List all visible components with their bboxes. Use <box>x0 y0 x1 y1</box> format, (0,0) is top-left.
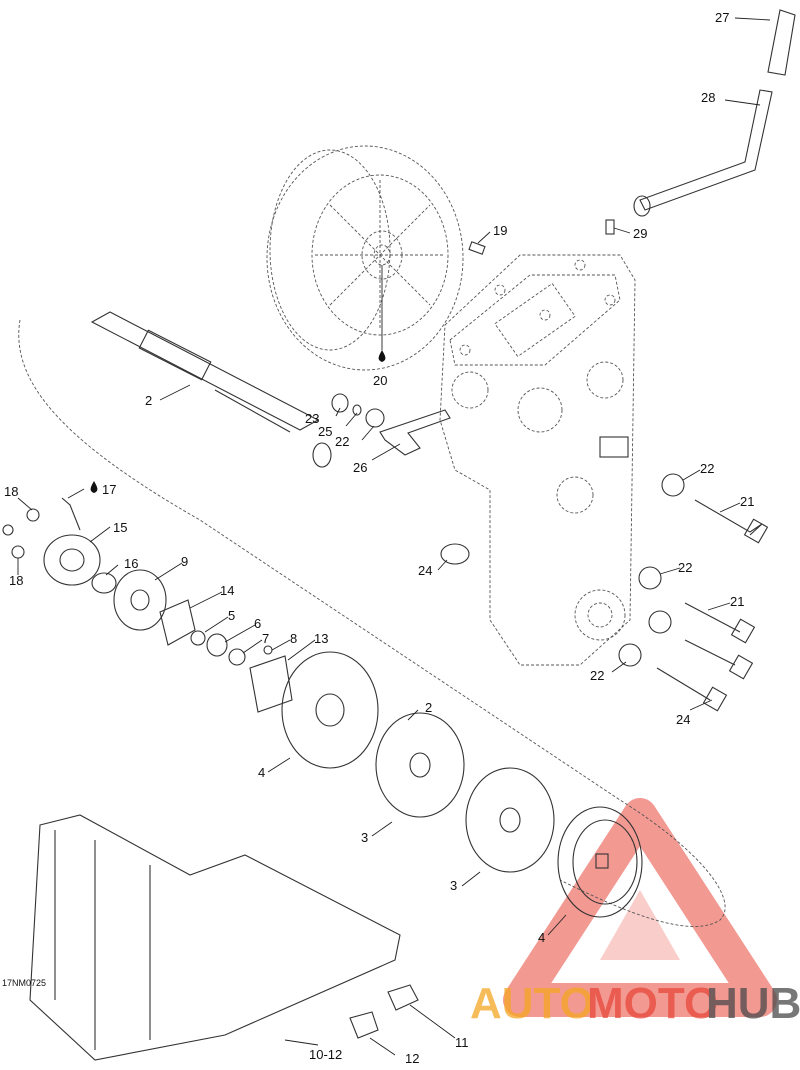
callout-5: 5 <box>228 608 235 623</box>
sprocket-4-right <box>557 806 643 918</box>
callout-22-top: 22 <box>335 434 349 449</box>
nut-22-c <box>648 610 672 634</box>
callout-2-lower: 2 <box>425 700 432 715</box>
callout-22-b: 22 <box>678 560 692 575</box>
callout-6: 6 <box>254 616 261 631</box>
nut-18-c <box>11 545 25 559</box>
oil-drop-icon <box>378 350 386 362</box>
bearing-16 <box>91 572 117 594</box>
track-outline <box>18 319 726 927</box>
callout-21-b: 21 <box>730 594 744 609</box>
handle <box>633 9 796 217</box>
callout-3-lower: 3 <box>450 878 457 893</box>
callout-17: 17 <box>102 482 116 497</box>
bearing-6 <box>206 633 228 657</box>
ring-5 <box>190 630 206 646</box>
watermark-moto: MOTO <box>587 979 718 1028</box>
callout-24-spacer: 24 <box>418 563 432 578</box>
watermark-auto: AUTO <box>470 979 594 1028</box>
spacer-24 <box>440 543 470 565</box>
callout-7: 7 <box>262 631 269 646</box>
watermark-hub: HUB <box>706 979 800 1028</box>
bolt-24-a <box>684 639 736 666</box>
callout-24-bolt: 24 <box>676 712 690 727</box>
nut-22-a <box>661 473 685 497</box>
cover-13 <box>249 655 293 713</box>
callout-18-b: 18 <box>9 573 23 588</box>
callout-19: 19 <box>493 223 507 238</box>
sprocket-4-left <box>281 651 379 769</box>
callout-20: 20 <box>373 373 387 388</box>
pulley <box>266 145 464 371</box>
nut-18-a <box>26 508 40 522</box>
callout-2-shaft: 2 <box>145 393 152 408</box>
callout-21-a: 21 <box>740 494 754 509</box>
callout-16: 16 <box>124 556 138 571</box>
clip-11 <box>387 984 419 1011</box>
drive-shaft <box>90 311 332 468</box>
chain-case <box>439 254 636 666</box>
callout-8: 8 <box>290 631 297 646</box>
gasket-14 <box>159 599 196 646</box>
grease-fitting-17 <box>61 497 81 531</box>
nut-22-top <box>365 408 385 428</box>
key-19 <box>468 241 486 255</box>
diagram-code: 17NM0725 <box>2 978 46 988</box>
plate-9 <box>113 569 167 631</box>
callout-27: 27 <box>715 10 729 25</box>
callout-4-right: 4 <box>538 930 545 945</box>
callout-3-upper: 3 <box>361 830 368 845</box>
nut-22-b <box>638 566 662 590</box>
callout-10-12: 10-12 <box>309 1047 342 1062</box>
callout-18-a: 18 <box>4 484 18 499</box>
callout-22-a: 22 <box>700 461 714 476</box>
callout-28: 28 <box>701 90 715 105</box>
nut-23 <box>331 393 349 413</box>
nut-18-b <box>2 524 14 536</box>
leader-lines <box>17 17 771 1056</box>
tool-26 <box>379 409 451 456</box>
callout-23: 23 <box>305 411 319 426</box>
track <box>29 814 401 1061</box>
callout-13: 13 <box>314 631 328 646</box>
watermark-logo <box>503 798 777 1017</box>
callout-12: 12 <box>405 1051 419 1066</box>
housing-15 <box>43 534 101 586</box>
sprocket-3-upper <box>375 712 465 818</box>
sprocket-3-lower <box>465 767 555 873</box>
seal-7 <box>228 648 246 666</box>
callout-22-c: 22 <box>590 668 604 683</box>
washer-25 <box>352 404 362 416</box>
callout-15: 15 <box>113 520 127 535</box>
callout-25: 25 <box>318 424 332 439</box>
bolt-21-a <box>694 499 763 536</box>
clip-12 <box>349 1011 379 1039</box>
callout-29: 29 <box>633 226 647 241</box>
callout-26: 26 <box>353 460 367 475</box>
callout-11: 11 <box>455 1035 469 1050</box>
bolt-24-b <box>656 667 711 701</box>
callout-4-left: 4 <box>258 765 265 780</box>
dowel-pin-29 <box>605 219 615 235</box>
nut-22-d <box>618 643 642 667</box>
callout-9: 9 <box>181 554 188 569</box>
o-ring-8 <box>263 645 273 655</box>
callout-14: 14 <box>220 583 234 598</box>
bolt-21-b <box>684 602 741 633</box>
oil-drop-icon <box>90 481 98 493</box>
callout-labels: 27 28 19 29 20 2 23 25 22 26 22 21 17 18… <box>4 10 754 1066</box>
watermark-text: AUTO MOTO HUB <box>470 979 800 1028</box>
